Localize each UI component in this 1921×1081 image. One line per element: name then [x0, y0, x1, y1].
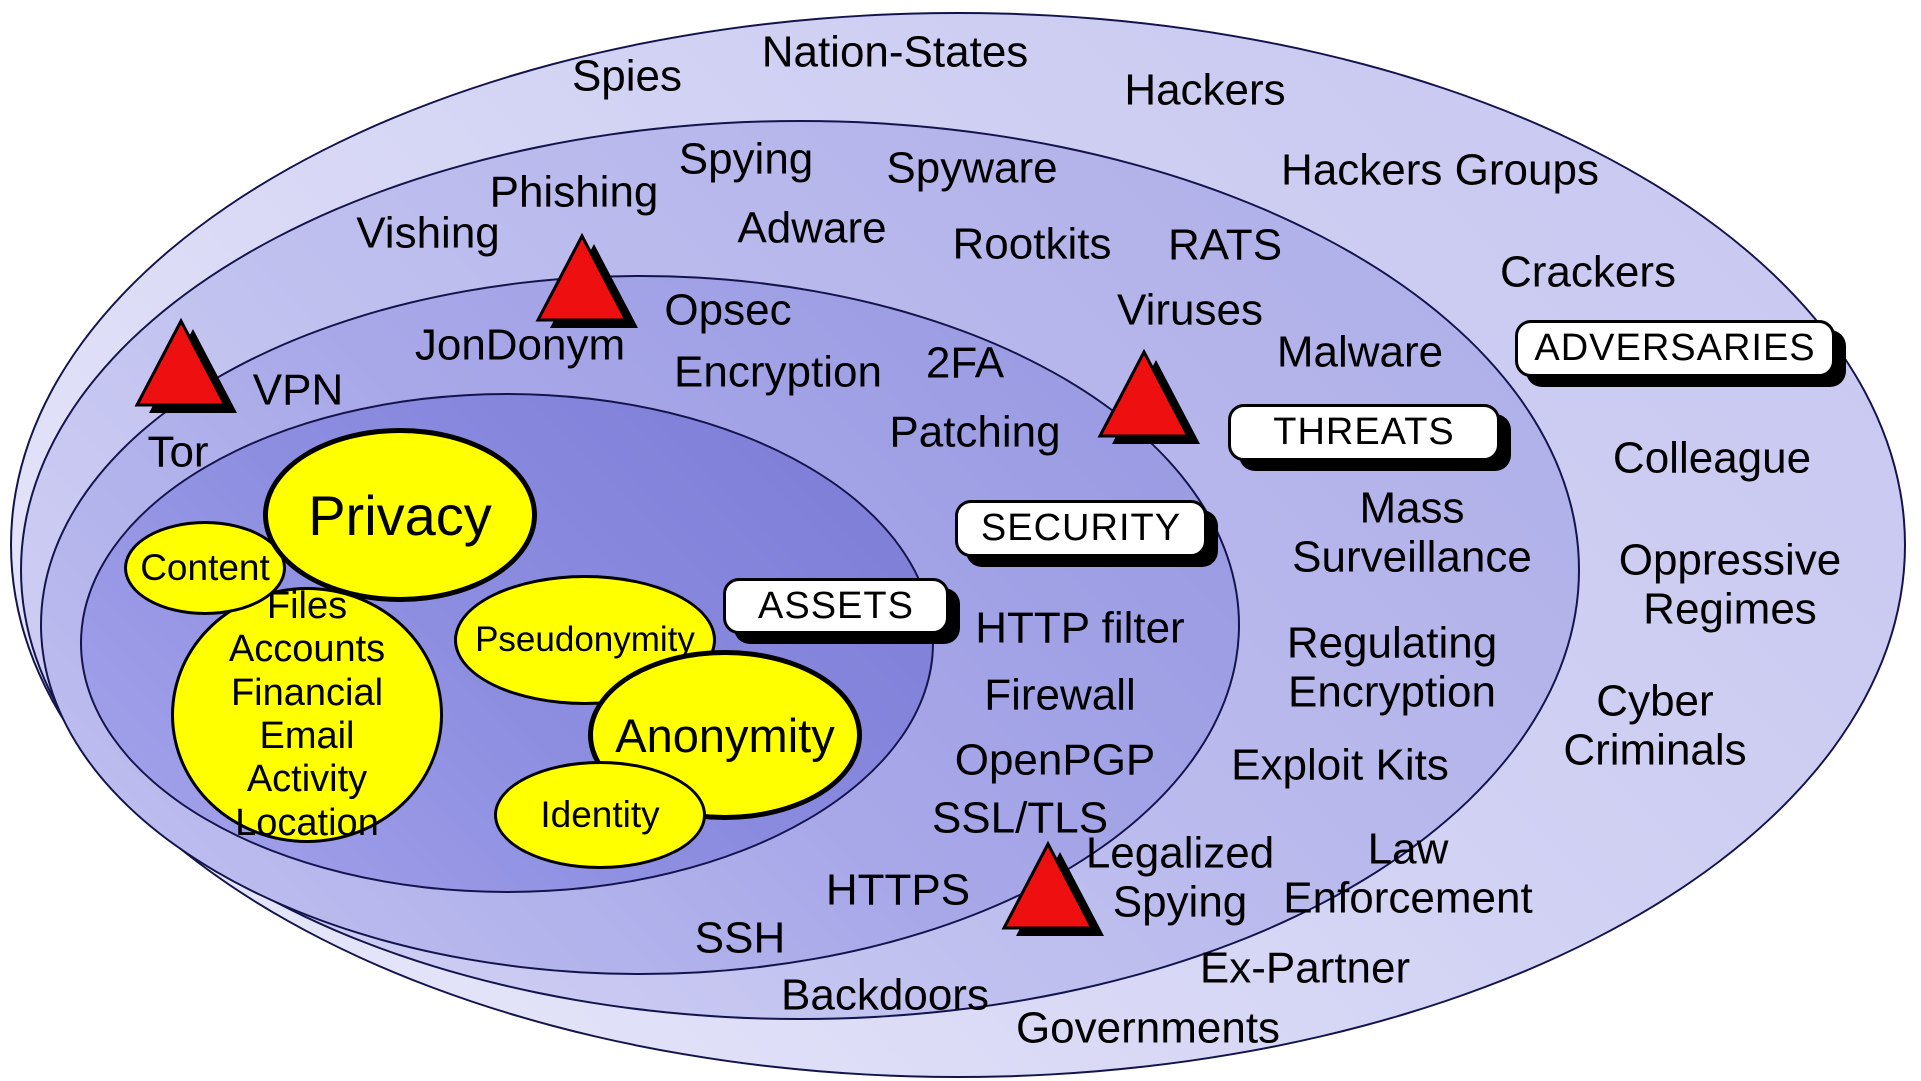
content-bubble: Content	[124, 521, 286, 615]
assets-zone-badge: ASSETS	[723, 578, 949, 634]
label-law-enforcement: Law Enforcement	[1283, 824, 1533, 923]
label-backdoors: Backdoors	[781, 970, 989, 1020]
threats-zone-badge: THREATS	[1228, 404, 1500, 461]
label-hackers: Hackers	[1124, 65, 1286, 115]
label-spying: Spying	[678, 134, 814, 184]
identity-bubble-label: Identity	[540, 794, 660, 835]
label-ex-partner: Ex-Partner	[1199, 943, 1411, 993]
content-bubble-label: Content	[140, 547, 270, 588]
label-opsec: Opsec	[664, 285, 792, 335]
label-colleague: Colleague	[1612, 433, 1812, 483]
security-zone-label: SECURITY	[980, 507, 1182, 549]
label-https: HTTPS	[825, 865, 971, 915]
warning-triangle-icon	[998, 840, 1106, 945]
label-openpgp: OpenPGP	[954, 735, 1156, 785]
pseudonymity-bubble-label: Pseudonymity	[475, 620, 695, 659]
identity-bubble: Identity	[494, 761, 706, 869]
label-2fa: 2FA	[925, 338, 1005, 388]
assets-zone-label: ASSETS	[758, 584, 914, 627]
warning-triangle-icon	[1094, 348, 1202, 453]
data-types-list: Files Accounts Financial Email Activity …	[228, 585, 386, 844]
label-viruses: Viruses	[1117, 285, 1263, 335]
label-rootkits: Rootkits	[952, 219, 1112, 269]
label-mass-surveillance: Mass Surveillance	[1292, 483, 1532, 582]
label-vishing: Vishing	[356, 208, 500, 258]
label-regulating-encryption: Regulating Encryption	[1286, 618, 1498, 717]
label-ssl-tls: SSL/TLS	[931, 793, 1109, 843]
label-tor: Tor	[147, 427, 209, 477]
label-oppressive-regimes: Oppressive Regimes	[1618, 535, 1842, 634]
label-rats: RATS	[1167, 220, 1283, 270]
label-http-filter: HTTP filter	[975, 603, 1185, 653]
label-exploit-kits: Exploit Kits	[1231, 740, 1449, 790]
warning-triangle-icon	[131, 317, 239, 422]
label-vpn: VPN	[252, 365, 344, 415]
label-crackers: Crackers	[1499, 247, 1677, 297]
privacy-bubble: Privacy	[263, 428, 537, 602]
label-ssh: SSH	[694, 913, 786, 963]
threats-zone-label: THREATS	[1273, 411, 1455, 453]
label-firewall: Firewall	[984, 670, 1136, 720]
label-spies: Spies	[571, 51, 683, 101]
label-cyber-criminals: Cyber Criminals	[1563, 676, 1747, 775]
privacy-bubble-label: Privacy	[308, 483, 492, 547]
label-adware: Adware	[737, 203, 887, 253]
label-nation-states: Nation-States	[761, 27, 1029, 77]
label-patching: Patching	[889, 407, 1061, 457]
adversaries-zone-badge: ADVERSARIES	[1515, 320, 1835, 377]
label-spyware: Spyware	[886, 143, 1058, 193]
label-governments: Governments	[1015, 1003, 1281, 1053]
label-malware: Malware	[1276, 327, 1444, 377]
security-zone-badge: SECURITY	[955, 500, 1207, 557]
data-types-bubble: Files Accounts Financial Email Activity …	[171, 585, 443, 844]
label-encryption: Encryption	[674, 347, 882, 397]
warning-triangle-icon	[532, 232, 640, 337]
label-hackers-groups: Hackers Groups	[1281, 145, 1599, 195]
label-legalized-spying: Legalized Spying	[1085, 828, 1275, 927]
anonymity-bubble-label: Anonymity	[615, 708, 835, 762]
label-phishing: Phishing	[489, 167, 659, 217]
label-jondonym: JonDonym	[414, 320, 626, 370]
adversaries-zone-label: ADVERSARIES	[1534, 327, 1816, 369]
